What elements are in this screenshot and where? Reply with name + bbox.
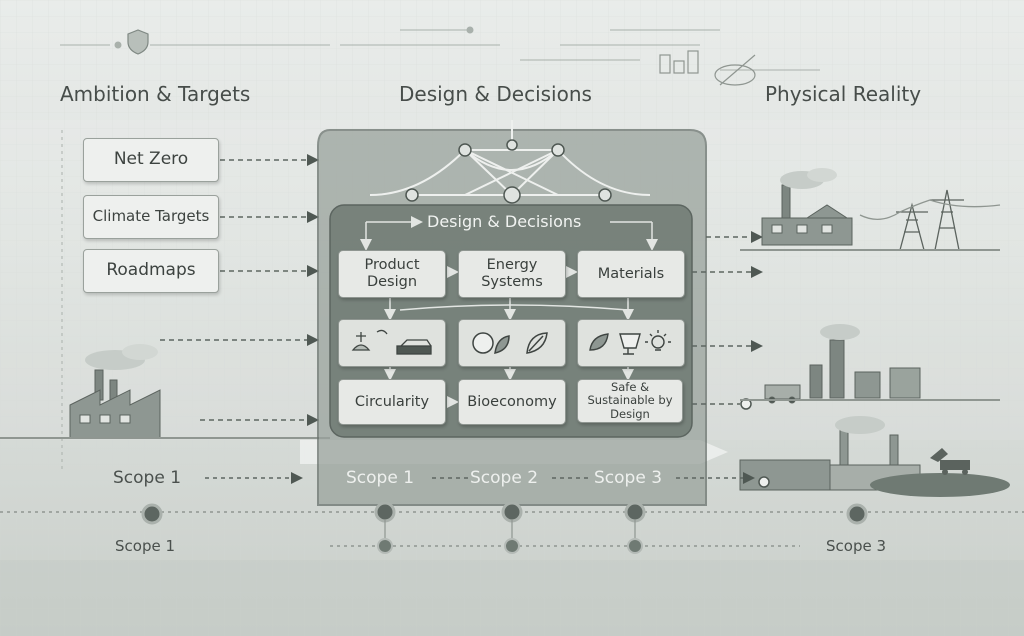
- industry-tools-icon: [353, 330, 431, 354]
- box-product-design: Product Design: [338, 250, 446, 298]
- icon-box-production: [338, 319, 446, 367]
- target-net-zero: Net Zero: [83, 138, 219, 182]
- box-bioeconomy: Bioeconomy: [458, 379, 566, 425]
- target-climate-targets: Climate Targets: [83, 195, 219, 239]
- scope-label-bottom-right: Scope 3: [826, 537, 886, 555]
- scope-label-center-2: Scope 2: [470, 468, 538, 488]
- inner-panel-title: Design & Decisions: [427, 212, 581, 231]
- leaf-icon: [590, 334, 608, 350]
- lightbulb-icon: [645, 330, 671, 350]
- scope-label-center-3: Scope 3: [594, 468, 662, 488]
- leaf-icon: [495, 336, 509, 353]
- target-roadmaps: Roadmaps: [83, 249, 219, 293]
- box-energy-systems: Energy Systems: [458, 250, 566, 298]
- circle-icon: [473, 333, 493, 353]
- column-title-ambition: Ambition & Targets: [60, 82, 250, 106]
- column-title-reality: Physical Reality: [765, 82, 921, 106]
- column-title-design: Design & Decisions: [399, 82, 592, 106]
- box-circularity: Circularity: [338, 379, 446, 425]
- box-materials: Materials: [577, 250, 685, 298]
- scope-label-left: Scope 1: [113, 468, 181, 488]
- scope-label-bottom-left: Scope 1: [115, 537, 175, 555]
- cup-icon: [620, 334, 640, 354]
- box-safe-sustainable: Safe & Sustainable by Design: [577, 379, 683, 423]
- scope-label-center-1: Scope 1: [346, 468, 414, 488]
- shield-icon: [128, 30, 148, 54]
- icon-box-nature: [458, 319, 566, 367]
- icon-box-resources: [577, 319, 685, 367]
- leaf-icon: [527, 333, 547, 353]
